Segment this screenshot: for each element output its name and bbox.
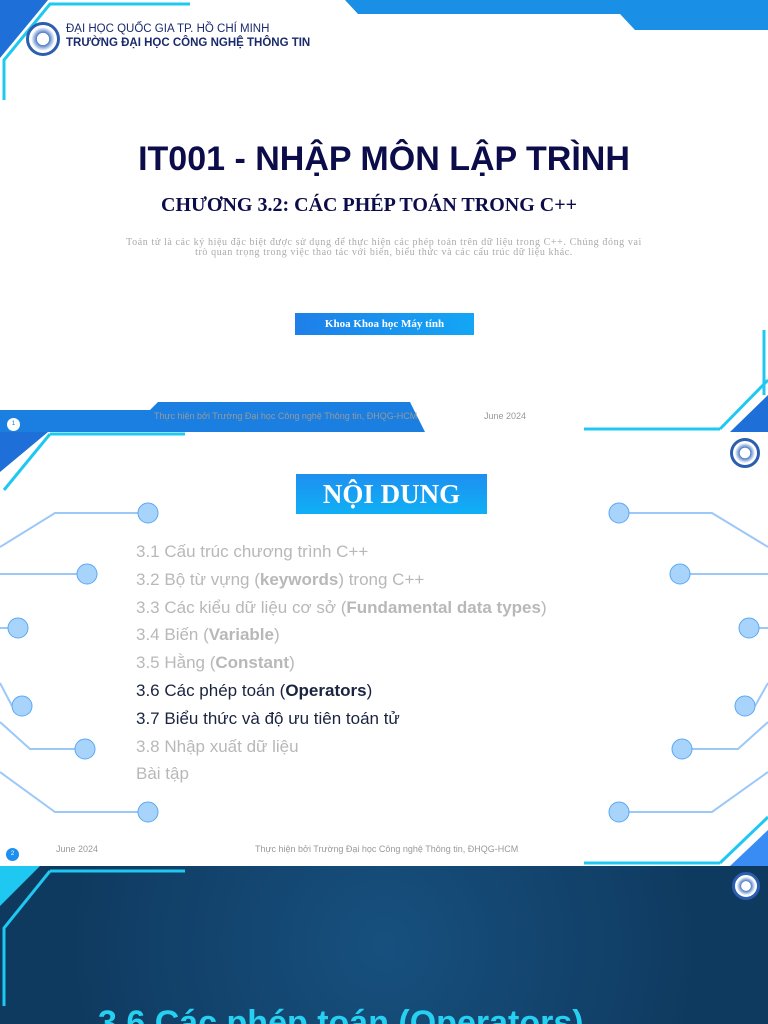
toc-item-pre: 3.3 Các kiểu dữ liệu cơ sở ( [136,597,347,617]
course-title: IT001 - NHẬP MÔN LẬP TRÌNH [138,140,630,178]
toc-item[interactable]: 3.6 Các phép toán (Operators) [136,677,547,705]
slide-3: 3.6 Các phép toán (Operators) [0,866,768,1024]
toc-item[interactable]: 3.1 Cấu trúc chương trình C++ [136,538,547,566]
toc-item-pre: 3.5 Hằng ( [136,653,216,673]
university-logo [730,438,760,468]
circuit-decoration [0,432,768,866]
toc-item-post: ) [273,625,280,645]
toc-item-pre: 3.1 Cấu trúc chương trình C++ [136,542,369,561]
toc-item[interactable]: 3.2 Bộ từ vựng (keywords) trong C++ [136,566,547,594]
section-heading: NỘI DUNG [296,474,487,514]
toc-item-bold: Operators [285,680,367,700]
toc-item[interactable]: Bài tập [136,760,547,788]
section-title: 3.6 Các phép toán (Operators) [98,1004,584,1024]
slide-1: ĐẠI HỌC QUỐC GIA TP. HỒ CHÍ MINH TRƯỜNG … [0,0,768,432]
toc-item[interactable]: 3.3 Các kiểu dữ liệu cơ sở (Fundamental … [136,594,547,622]
toc-item-post: ) [540,597,547,617]
toc-item-bold: Variable [208,625,274,645]
table-of-contents: 3.1 Cấu trúc chương trình C++ 3.2 Bộ từ v… [136,538,547,788]
toc-item[interactable]: 3.7 Biểu thức và độ ưu tiên toán tử [136,705,547,733]
university-logo [732,872,760,900]
footer-text: Thực hiện bởi Trường Đại học Công nghệ T… [154,411,418,421]
toc-item-pre: 3.7 Biểu thức và độ ưu tiên toán tử [136,708,400,728]
university-logo [26,22,60,56]
school-name: TRƯỜNG ĐẠI HỌC CÔNG NGHỆ THÔNG TIN [66,37,311,49]
chapter-subtitle: CHƯƠNG 3.2: CÁC PHÉP TOÁN TRONG C++ [161,194,577,216]
footer-text: Thực hiện bởi Trường Đại học Công nghệ T… [255,844,519,854]
footer-date: June 2024 [484,411,527,421]
toc-item-post: ) [289,653,295,673]
toc-item-pre: 3.6 Các phép toán ( [136,680,286,700]
slide-2: NỘI DUNG 3.1 Cấu trúc chương trình C++3.… [0,432,768,866]
department-badge: Khoa Khoa học Máy tính [295,313,474,335]
toc-item[interactable]: 3.8 Nhập xuất dữ liệu [136,733,547,761]
toc-item-bold: Constant [215,653,290,673]
university-name: ĐẠI HỌC QUỐC GIA TP. HỒ CHÍ MINH [66,23,270,35]
toc-item-bold: keywords [259,569,339,589]
toc-item[interactable]: 3.5 Hằng (Constant) [136,649,547,677]
toc-item-pre: Bài tập [136,764,189,784]
page-number: 1 [7,418,20,431]
description: Toán tử là các ký hiệu đặc biệt được sử … [126,237,642,258]
slide-decoration [0,0,768,432]
toc-item-post: ) trong C++ [338,569,425,589]
slide-decoration [0,866,185,1006]
toc-item-pre: 3.8 Nhập xuất dữ liệu [136,736,299,756]
page-number: 2 [6,848,19,861]
toc-item[interactable]: 3.4 Biến (Variable) [136,621,547,649]
toc-item-pre: 3.2 Bộ từ vựng ( [136,569,260,589]
toc-item-pre: 3.4 Biến ( [136,625,209,645]
toc-item-bold: Fundamental data types [346,597,541,617]
toc-item-post: ) [366,680,373,700]
footer-date: June 2024 [56,844,99,854]
